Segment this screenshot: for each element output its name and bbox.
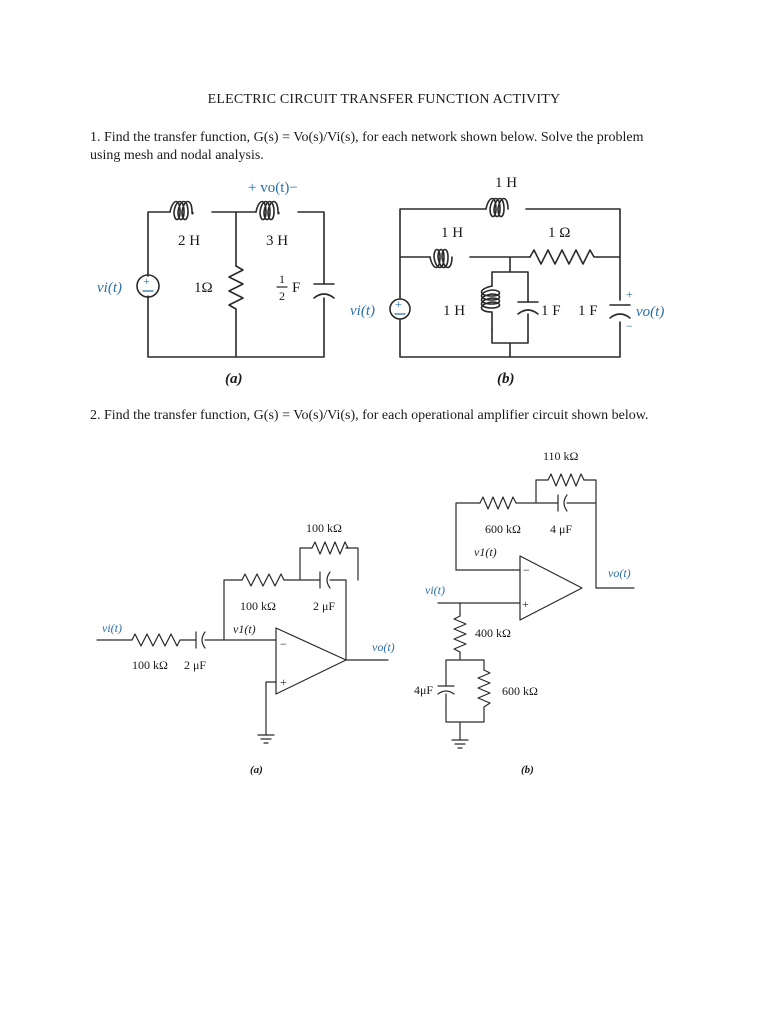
circuit-2a-wires (96, 547, 389, 736)
inductor-top-1h-label: 1 H (495, 175, 517, 191)
circuit-1a-wires (147, 211, 325, 358)
source-1b-plus-icon: + (395, 297, 402, 311)
circuit-2a-caption: (a) (250, 764, 263, 776)
circuit-2b-wires (437, 479, 635, 741)
resistor-2b-feedback-label: 600 kΩ (485, 522, 521, 536)
opamp-2a-icon (275, 627, 347, 695)
resistor-2b-feedback (479, 496, 517, 510)
question-2-text: 2. Find the transfer function, G(s) = Vo… (90, 408, 649, 423)
resistor-2a-parallel-label: 100 kΩ (306, 521, 342, 535)
inductor-mid-1h-label: 1 H (441, 225, 463, 241)
resistor-2a-input-label: 100 kΩ (132, 658, 168, 672)
capacitor-2b-fb-label: 4 μF (550, 522, 572, 536)
circuit-1b-wires (399, 208, 621, 358)
inductor-top-1h (485, 197, 509, 218)
capacitor-2b-fb-plate2 (563, 494, 577, 512)
opamp-2b-minus: − (523, 563, 530, 577)
circuit-1b-plus: + (626, 287, 633, 301)
resistor-2b-shunt-label: 400 kΩ (475, 626, 511, 640)
capacitor-fraction-den: 2 (279, 289, 285, 303)
resistor-2a-parallel (311, 541, 349, 555)
voltage-source-icon (136, 274, 160, 298)
resistor-1ohm (228, 265, 244, 313)
capacitor-2a-input-label: 2 μF (184, 658, 206, 672)
opamp-2a-minus: − (280, 637, 287, 651)
question-1-text: 1. Find the transfer function, G(s) = Vo… (90, 130, 644, 163)
circuit-1b-caption: (b) (497, 371, 515, 387)
source-plus-icon: + (143, 274, 150, 288)
resistor-2b-shunt (453, 615, 467, 653)
opamp-2b-plus: + (522, 597, 529, 611)
circuit-2a-output-label: vo(t) (372, 640, 395, 654)
inductor-shunt-1h (480, 285, 501, 331)
resistor-2a-feedback-label: 100 kΩ (240, 599, 276, 613)
circuit-2b-output-label: vo(t) (608, 566, 631, 580)
circuit-2b-caption: (b) (521, 764, 534, 776)
opamp-2b-icon (519, 555, 583, 621)
inductor-2h-label: 2 H (178, 233, 200, 249)
circuit-2b-input-label: vi(t) (425, 583, 445, 597)
circuit-1a-output-label: + vo(t)− (248, 180, 298, 196)
capacitor-output-plate2 (609, 313, 631, 319)
capacitor-2b-shunt-plate2 (437, 690, 455, 695)
opamp-2a-plus: + (280, 675, 287, 689)
circuit-2b: − + vi(t) vo(t) v1(t) 600 kΩ 4 μF 110 k (414, 449, 635, 776)
capacitor-2a-fb-label: 2 μF (313, 599, 335, 613)
capacitor-shunt-label: 1 F (541, 303, 561, 319)
circuit-2a: − + vi(t) vo(t) v1(t) 100 kΩ 2 μF 100 kΩ… (96, 521, 395, 776)
circuit-2a-input-label: vi(t) (102, 621, 122, 635)
inductor-3h (255, 200, 280, 221)
resistor-1b-1ohm (529, 249, 599, 265)
inductor-2h (169, 200, 194, 221)
capacitor-unit-label: F (292, 280, 300, 296)
circuit-1b-output-label: vo(t) (636, 304, 664, 320)
inductor-shunt-label: 1 H (443, 303, 465, 319)
circuit-1b-minus: − (626, 319, 633, 333)
inductor-mid-1h (429, 248, 453, 269)
resistor-2b-parallel-label: 110 kΩ (543, 449, 579, 463)
capacitor-output-label: 1 F (578, 303, 598, 319)
ground-2b-icon (451, 739, 469, 749)
circuit-2a-node-label: v1(t) (233, 622, 256, 636)
resistor-2b-shunt2 (477, 669, 491, 713)
resistor-2a-input (131, 633, 185, 647)
capacitor-shunt-plate2 (517, 309, 539, 315)
ground-2a-icon (257, 734, 275, 744)
capacitor-2b-shunt-label: 4μF (414, 683, 433, 697)
resistor-2a-feedback (241, 573, 285, 587)
resistor-2b-parallel (547, 473, 585, 487)
resistor-2b-shunt2-label: 600 kΩ (502, 684, 538, 698)
capacitor-2a-input-plate2 (201, 631, 206, 649)
voltage-source-1b-icon (389, 298, 411, 320)
resistor-1b-label: 1 Ω (548, 225, 570, 241)
circuit-1a-source-label: vi(t) (97, 280, 122, 296)
circuit-2b-node-label: v1(t) (474, 545, 497, 559)
capacitor-fraction-num: 1 (279, 272, 285, 286)
circuit-1b-source-label: vi(t) (350, 303, 375, 319)
capacitor-2a-fb-plate2 (326, 571, 331, 589)
page-title: ELECTRIC CIRCUIT TRANSFER FUNCTION ACTIV… (207, 92, 561, 107)
circuit-1b: + vi(t) vo(t) + − 1 H 1 H 1 Ω 1 H 1 F 1 … (350, 175, 664, 387)
inductor-3h-label: 3 H (266, 233, 288, 249)
circuit-1a: + vi(t) + vo(t)− 2 H 3 H 1Ω 1 2 F (a) (97, 180, 335, 387)
resistor-1ohm-label: 1Ω (194, 280, 213, 296)
circuit-1a-caption: (a) (225, 371, 243, 387)
capacitor-half-f-plate2 (313, 293, 335, 299)
